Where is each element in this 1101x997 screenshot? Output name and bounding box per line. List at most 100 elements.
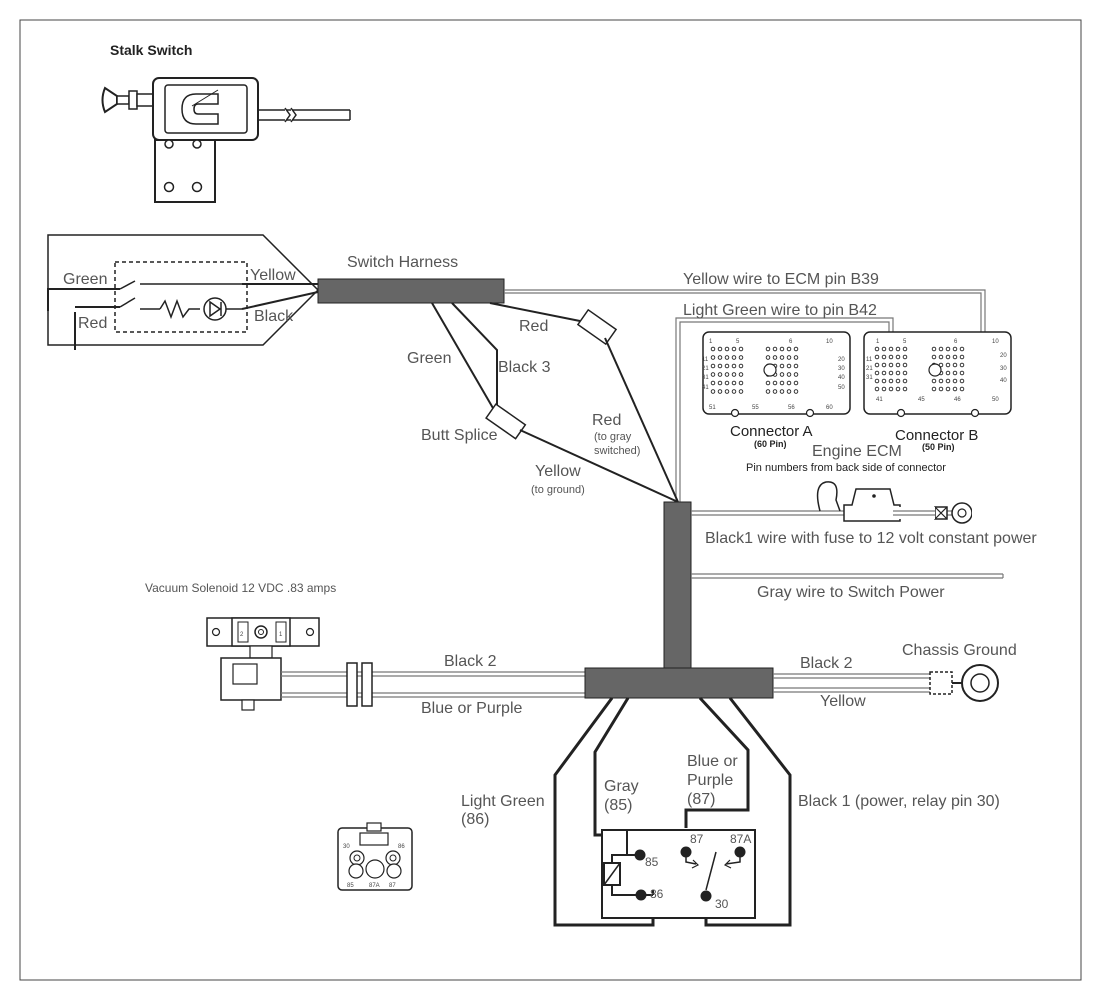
connector-pin [786, 372, 792, 377]
svg-text:6: 6 [954, 339, 958, 345]
connector-pin [738, 380, 744, 386]
connector-pin [786, 363, 792, 369]
connector-pin [793, 389, 799, 394]
connector-pin [874, 346, 880, 352]
connector-pin [724, 346, 730, 352]
resistor-icon [159, 298, 200, 320]
connector-pin [902, 378, 908, 384]
connector-pin [717, 346, 723, 352]
red-connector [576, 308, 618, 346]
connector-pin [738, 372, 744, 377]
connector-pin [731, 372, 737, 377]
splice-red2-note-1: (to gray [594, 431, 632, 443]
connector-pin [959, 370, 965, 376]
stalk-handle-icon [101, 86, 118, 114]
svg-text:10: 10 [826, 339, 833, 345]
connector-pin [724, 380, 730, 386]
connector-pin [952, 362, 958, 368]
connector-pin [902, 370, 908, 376]
relay-lightgreen-pin: (86) [461, 811, 489, 828]
connector-pin [731, 346, 737, 352]
connector-pin [717, 363, 723, 369]
connector-pin [945, 386, 951, 392]
butt-splice-label: Butt Splice [421, 427, 498, 444]
connector-pin [710, 380, 716, 386]
connector-pin [731, 389, 737, 394]
switch-dashed-box [114, 261, 248, 333]
svg-text:31: 31 [702, 375, 709, 381]
connector-pin [772, 355, 778, 360]
connector-pin [931, 354, 937, 360]
relay-blue-label-2: Purple [687, 772, 733, 789]
svg-text:46: 46 [954, 397, 961, 403]
svg-text:86: 86 [398, 844, 405, 850]
svg-text:41: 41 [876, 397, 883, 403]
connector-pin [738, 346, 744, 352]
connector-b-title: Connector B [895, 427, 978, 444]
connector-pin [710, 389, 716, 394]
svg-text:87A: 87A [369, 883, 380, 889]
connector-pin [959, 346, 965, 352]
svg-text:11: 11 [866, 357, 873, 363]
connector-pin [895, 370, 901, 376]
connector-pin [881, 378, 887, 384]
connector-pin [874, 354, 880, 360]
svg-text:56: 56 [788, 405, 795, 411]
connector-pin [874, 362, 880, 368]
connector-pin [786, 355, 792, 360]
connector-pin [724, 389, 730, 394]
svg-text:41: 41 [702, 385, 709, 391]
connector-pin [931, 346, 937, 352]
splice-green-label: Green [407, 350, 451, 367]
connector-pin [793, 380, 799, 386]
main-harness: Black1 wire with fuse to 12 volt constan… [663, 481, 1037, 671]
connector-pin [945, 354, 951, 360]
connector-pin [793, 363, 799, 369]
connector-pin [931, 386, 937, 392]
solenoid-black2-label: Black 2 [444, 653, 497, 670]
svg-text:1: 1 [876, 339, 880, 345]
connector-pin [952, 370, 958, 376]
connector-pin [959, 354, 965, 360]
connector-pin [717, 389, 723, 394]
connector-pin [779, 372, 785, 377]
stalk-bracket [154, 139, 216, 203]
switch-wire-green: Green [63, 271, 107, 288]
connector-pin [945, 346, 951, 352]
horizontal-harness-bar [584, 667, 774, 699]
connector-pin [874, 378, 880, 384]
svg-text:11: 11 [702, 357, 709, 363]
connector-pin [888, 354, 894, 360]
connector-pin [731, 363, 737, 369]
relay-black1-label: Black 1 (power, relay pin 30) [798, 793, 1000, 810]
connector-pin [938, 386, 944, 392]
connector-pin [938, 346, 944, 352]
connector-pin [952, 386, 958, 392]
ecm-yellow-wire-label: Yellow wire to ECM pin B39 [683, 271, 879, 288]
relay-switch-arm [705, 851, 717, 891]
connector-a-pins [710, 346, 799, 394]
connector-pin [786, 346, 792, 352]
connector-pin [952, 354, 958, 360]
connector-pin [874, 370, 880, 376]
relay-gray-pin: (85) [604, 797, 632, 814]
connector-pin [888, 362, 894, 368]
gray-switch-label: Gray wire to Switch Power [757, 584, 945, 601]
connector-pin [738, 355, 744, 360]
connector-pin [779, 355, 785, 360]
connector-pin [717, 372, 723, 377]
fuse-holder-icon [843, 488, 901, 522]
connector-pin [717, 355, 723, 360]
engine-ecm-label: Engine ECM [812, 443, 902, 460]
connector-pin [724, 363, 730, 369]
switch-harness-title: Switch Harness [347, 254, 458, 271]
connector-pin [765, 380, 771, 386]
switch-wire-yellow: Yellow [250, 267, 296, 284]
stalk-switch: Stalk Switch [101, 42, 351, 203]
solenoid-blue-label: Blue or Purple [421, 700, 522, 717]
fuse-loop [816, 481, 841, 512]
connector-pin [952, 346, 958, 352]
svg-text:30: 30 [343, 844, 350, 850]
vacuum-solenoid: Vacuum Solenoid 12 VDC .83 amps 2 3 1 Bl… [145, 581, 585, 717]
connector-pin [779, 389, 785, 394]
